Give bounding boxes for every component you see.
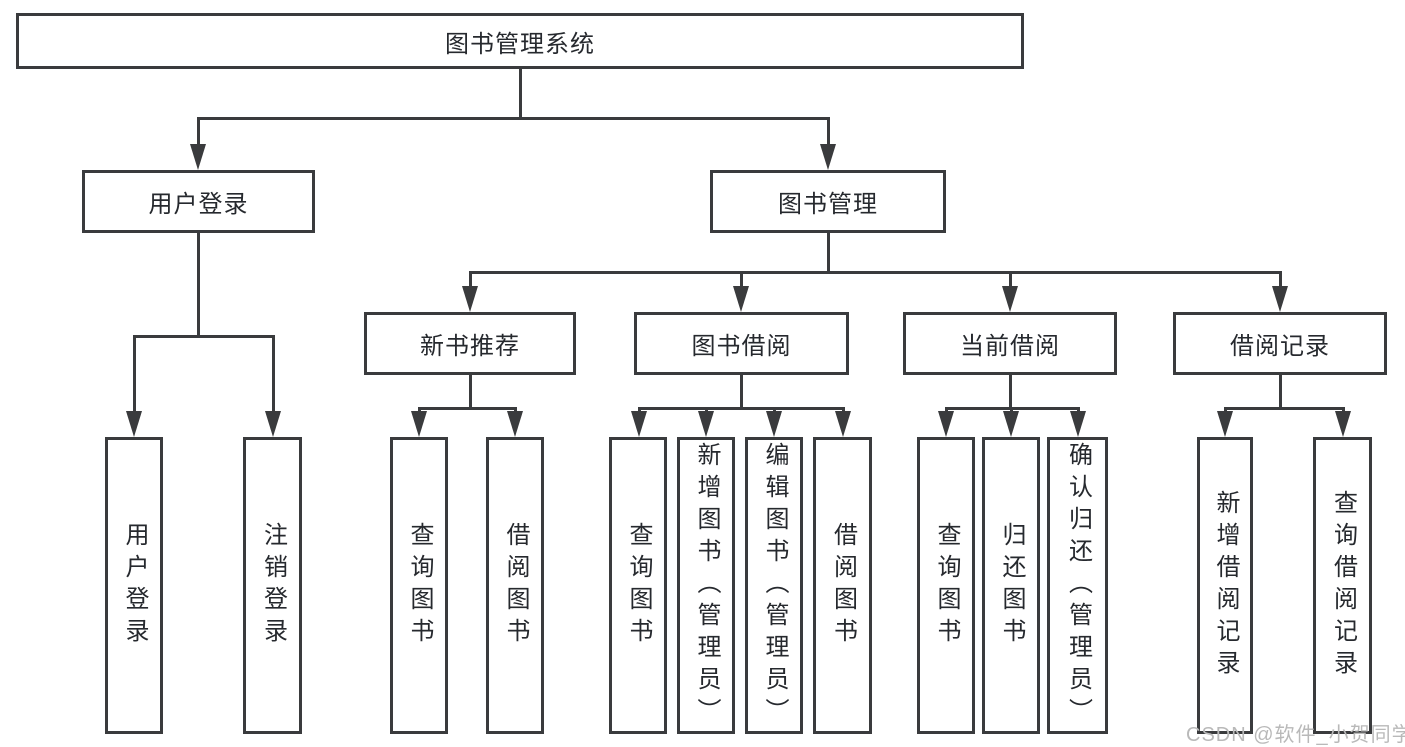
connector-line: [739, 272, 743, 286]
arrow-down-icon: [1217, 411, 1233, 437]
arrow-down-icon: [411, 411, 427, 437]
node-record-add-borrow-record: 新增借阅记录: [1197, 437, 1253, 734]
node-logout-leaf: 注销登录: [243, 437, 302, 734]
node-label: 用户登录: [121, 521, 148, 650]
connector-line: [1076, 408, 1080, 411]
node-current-borrowing: 当前借阅: [903, 312, 1117, 375]
node-label: 确认归还（管理员）: [1064, 441, 1092, 730]
connector-line: [196, 118, 200, 144]
connector-line: [1223, 408, 1227, 411]
arrow-down-icon: [190, 144, 206, 170]
node-label: 新增图书（管理员）: [693, 441, 720, 730]
arrow-down-icon: [462, 286, 478, 312]
arrow-down-icon: [1335, 411, 1351, 437]
arrow-down-icon: [126, 411, 142, 437]
node-book-borrowing: 图书借阅: [634, 312, 849, 375]
node-label: 新增借阅记录: [1212, 489, 1239, 682]
connector-line: [468, 272, 472, 286]
node-label: 查询图书: [406, 521, 433, 650]
connector-line: [826, 233, 830, 272]
connector-line: [468, 270, 1282, 274]
node-book-management: 图书管理: [710, 170, 946, 233]
connector-line: [518, 69, 522, 118]
node-borrow-borrow-books: 借阅图书: [813, 437, 872, 734]
connector-line: [513, 408, 517, 411]
node-label: 查询图书: [625, 521, 652, 650]
node-label: 归还图书: [998, 521, 1025, 650]
node-record-query-borrow-record: 查询借阅记录: [1313, 437, 1372, 734]
connector-line: [468, 375, 472, 408]
node-borrow-add-books-admin: 新增图书（管理员）: [677, 437, 735, 734]
node-label: 借阅图书: [502, 521, 529, 650]
arrow-down-icon: [698, 411, 714, 437]
arrow-down-icon: [938, 411, 954, 437]
connector-line: [826, 118, 830, 144]
node-current-query-books: 查询图书: [917, 437, 975, 734]
connector-line: [841, 408, 845, 411]
node-rec-query-books: 查询图书: [390, 437, 448, 734]
arrow-down-icon: [835, 411, 851, 437]
node-label: 用户登录: [148, 191, 249, 218]
node-label: 借阅图书: [829, 521, 857, 650]
node-user-login: 用户登录: [82, 170, 315, 233]
node-borrow-edit-books-admin: 编辑图书（管理员）: [745, 437, 803, 734]
arrow-down-icon: [766, 411, 782, 437]
connector-line: [1278, 375, 1282, 408]
node-label: 借阅记录: [1230, 333, 1330, 360]
connector-line: [417, 406, 517, 410]
node-new-book-recommend: 新书推荐: [364, 312, 576, 375]
arrow-down-icon: [1272, 286, 1288, 312]
node-current-confirm-return-admin: 确认归还（管理员）: [1047, 437, 1108, 734]
node-label: 新书推荐: [420, 333, 520, 360]
connector-line: [271, 336, 275, 411]
node-label: 查询图书: [933, 521, 960, 650]
node-borrowing-records: 借阅记录: [1173, 312, 1387, 375]
connector-line: [637, 408, 641, 411]
arrow-down-icon: [820, 144, 836, 170]
connector-line: [1278, 272, 1282, 286]
arrow-down-icon: [733, 286, 749, 312]
connector-line: [417, 408, 421, 411]
node-current-return-books: 归还图书: [982, 437, 1040, 734]
node-rec-borrow-books: 借阅图书: [486, 437, 544, 734]
connector-line: [196, 116, 830, 120]
node-label: 注销登录: [259, 521, 287, 650]
node-label: 查询借阅记录: [1329, 489, 1357, 682]
connector-line: [1341, 408, 1345, 411]
connector-line: [132, 334, 275, 338]
node-label: 编辑图书（管理员）: [761, 441, 788, 730]
arrow-down-icon: [1070, 411, 1086, 437]
arrow-down-icon: [1002, 286, 1018, 312]
node-label: 图书管理: [778, 191, 878, 218]
csdn-watermark: CSDN @软件_小贺同学: [1186, 724, 1405, 746]
connector-line: [196, 233, 200, 336]
arrow-down-icon: [265, 411, 281, 437]
connector-line: [1008, 272, 1012, 286]
connector-line: [1008, 375, 1012, 408]
node-library-system: 图书管理系统: [16, 13, 1024, 69]
node-borrow-query-books: 查询图书: [609, 437, 667, 734]
connector-line: [944, 408, 948, 411]
arrow-down-icon: [631, 411, 647, 437]
connector-line: [1223, 406, 1345, 410]
connector-line: [704, 408, 708, 411]
node-label: 当前借阅: [960, 333, 1060, 360]
node-label: 图书管理系统: [445, 30, 595, 58]
node-user-login-leaf: 用户登录: [105, 437, 163, 734]
connector-line: [132, 336, 136, 411]
connector-line: [739, 375, 743, 408]
arrow-down-icon: [507, 411, 523, 437]
connector-line: [772, 408, 776, 411]
connector-line: [637, 406, 845, 410]
arrow-down-icon: [1003, 411, 1019, 437]
connector-line: [1009, 408, 1013, 411]
node-label: 图书借阅: [691, 333, 792, 360]
